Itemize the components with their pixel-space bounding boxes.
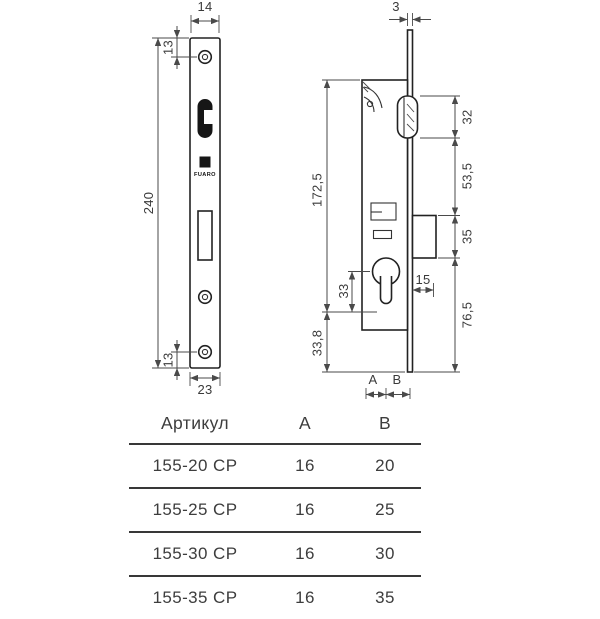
dim-label-b: B xyxy=(393,372,402,387)
dim-front-width-bottom: 23 xyxy=(189,372,221,397)
screw-hole-top xyxy=(197,49,213,65)
col-header-article: Артикул xyxy=(160,413,230,433)
table-row: 155-20 CP 16 20 xyxy=(129,445,421,489)
latch-cutout xyxy=(197,210,213,261)
dim-label: 32 xyxy=(460,109,475,124)
col-header-b: B xyxy=(378,413,392,433)
dim-label: 3 xyxy=(392,0,400,14)
table-row: 155-25 CP 16 25 xyxy=(129,489,421,533)
article-cell: 155-30 CP xyxy=(152,544,238,563)
spec-table: Артикул A B 155-20 CP 16 20 155-25 CP 16… xyxy=(129,404,421,619)
screw-hole-bottom xyxy=(197,344,213,360)
dim-label-a: A xyxy=(369,372,378,387)
dim-label: 35 xyxy=(460,229,475,244)
screw-hole-middle-inner xyxy=(201,293,209,301)
dim-label: 13 xyxy=(161,40,176,55)
col-header-a: A xyxy=(298,413,312,433)
euro-cylinder-profile xyxy=(371,257,401,305)
article-cell: 155-20 CP xyxy=(152,456,238,475)
dim-top-to-cylinder: 172,5 xyxy=(310,79,377,313)
fuaro-logo-mark xyxy=(199,156,211,168)
technical-drawing: FUARO 14 13 240 xyxy=(141,0,475,399)
dim-label: 33,8 xyxy=(310,330,325,357)
a-cell: 16 xyxy=(295,500,315,519)
a-cell: 16 xyxy=(295,544,315,563)
table-row: 155-35 CP 16 35 xyxy=(129,577,421,619)
article-cell: 155-25 CP xyxy=(152,500,238,519)
spindle-notch xyxy=(204,110,213,124)
deadbolt xyxy=(411,214,437,259)
dim-front-height: 240 xyxy=(141,38,189,369)
b-cell: 20 xyxy=(375,456,395,475)
dim-cylinder-zone: 33 xyxy=(336,271,370,312)
a-cell: 16 xyxy=(295,588,315,607)
dim-label: 15 xyxy=(415,272,430,287)
a-cell: 16 xyxy=(295,456,315,475)
table-row: 155-30 CP 16 30 xyxy=(129,533,421,577)
dim-chain-right: 32 53,5 35 76,5 xyxy=(414,95,475,373)
dim-cylinder-to-edge: 15 xyxy=(412,272,434,297)
dim-label: 33 xyxy=(336,283,351,298)
table-header-row: Артикул A B xyxy=(129,404,421,445)
dim-label: 240 xyxy=(141,192,156,215)
screw-hole-top-inner xyxy=(201,53,209,61)
b-cell: 30 xyxy=(375,544,395,563)
brand-label: FUARO xyxy=(194,172,216,178)
b-cell: 35 xyxy=(375,588,395,607)
front-view: FUARO 14 13 240 xyxy=(141,0,221,397)
b-cell: 25 xyxy=(375,500,395,519)
side-view: 3 172,5 33 33,8 xyxy=(310,0,475,399)
dim-front-offset-bottom: 13 xyxy=(161,340,197,380)
screw-hole-bottom-inner xyxy=(201,348,209,356)
dim-front-offset-top: 13 xyxy=(152,26,197,69)
dim-label: 13 xyxy=(161,352,176,367)
dim-label: 172,5 xyxy=(310,173,325,207)
dim-label: 76,5 xyxy=(460,302,475,329)
dim-ab: A B xyxy=(365,372,411,399)
dim-label: 23 xyxy=(197,382,212,397)
faceplate-front xyxy=(189,37,221,369)
dim-label: 14 xyxy=(197,0,212,14)
dim-plate-thickness: 3 xyxy=(389,0,431,26)
dim-label: 53,5 xyxy=(460,163,475,190)
article-cell: 155-35 CP xyxy=(152,588,238,607)
dim-front-width-top: 14 xyxy=(190,0,220,33)
internal-mechanism xyxy=(370,202,397,240)
dim-below-cylinder: 33,8 xyxy=(310,312,405,373)
roller-latch xyxy=(362,81,419,139)
screw-hole-middle xyxy=(197,289,213,305)
